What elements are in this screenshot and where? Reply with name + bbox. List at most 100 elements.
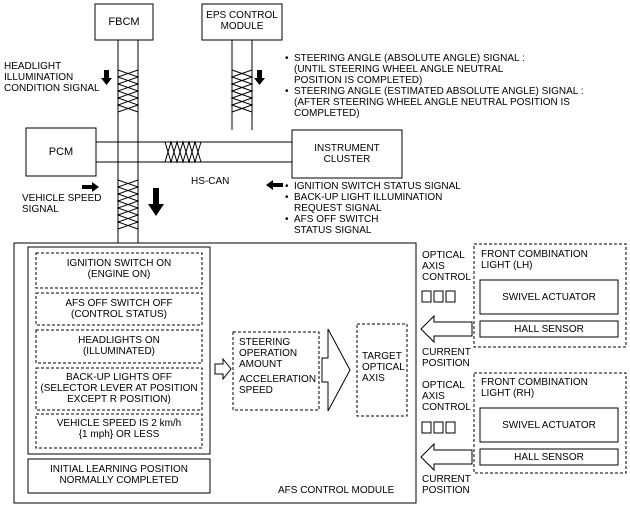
signal-right-arrow xyxy=(82,182,99,192)
vehicle-speed-line: SIGNAL xyxy=(22,204,59,215)
optical-axis-pulse-square xyxy=(433,421,444,434)
condition-line: EXCEPT R POSITION) xyxy=(67,394,171,405)
target-line: TARGET xyxy=(362,351,402,362)
condition-line: BACK-UP LIGHTS OFF xyxy=(66,372,172,383)
optical-axis-pulse-square xyxy=(445,421,456,434)
optical-axis-line: OPTICAL xyxy=(422,250,465,261)
fbcm-label: FBCM xyxy=(108,15,140,28)
hall-sensor-box xyxy=(479,448,619,466)
calc-box xyxy=(232,331,320,411)
calc-line: SPEED xyxy=(239,385,273,396)
hall-sensor-rh-label: HALL SENSOR xyxy=(514,451,584,463)
signal-down-arrow xyxy=(101,70,112,85)
vehicle-speed-signal-label: VEHICLE SPEED SIGNAL xyxy=(22,193,101,215)
eps-signal-line: STEERING ANGLE (ESTIMATED ABSOLUTE ANGLE… xyxy=(294,86,584,97)
front-light-lh-label: FRONT COMBINATION LIGHT (LH) xyxy=(481,249,588,271)
swivel-actuator-box xyxy=(479,279,619,315)
afs-module-title: AFS CONTROL MODULE xyxy=(278,485,395,496)
condition-line: IGNITION SWITCH ON xyxy=(66,258,172,269)
initial-learning-box xyxy=(27,458,211,494)
headlight-signal-label: HEADLIGHT ILLUMINATION CONDITION SIGNAL xyxy=(4,61,100,94)
pcm-label: PCM xyxy=(48,145,74,158)
optical-axis-pulse-square xyxy=(421,290,432,303)
signal-down-arrow xyxy=(148,188,164,216)
twisted-pair xyxy=(230,69,254,113)
condition-box-label: AFS OFF SWITCH OFF (CONTROL STATUS) xyxy=(36,298,202,320)
target-optical-axis-box xyxy=(356,323,408,417)
wire-bundles xyxy=(96,40,292,246)
flow-arrow xyxy=(214,357,232,381)
swivel-actuator-rh-label: SWIVEL ACTUATOR xyxy=(502,419,596,431)
calc-line: ACCELERATION xyxy=(239,374,317,385)
condition-line: (ENGINE ON) xyxy=(87,269,151,280)
optical-axis-line: CONTROL xyxy=(422,402,471,413)
optical-axis-line: CONTROL xyxy=(422,272,471,283)
condition-line: VEHICLE SPEED IS 2 km/h xyxy=(56,418,182,429)
fbcm-box xyxy=(94,3,154,41)
condition-box xyxy=(35,367,203,411)
condition-box xyxy=(35,329,203,364)
cluster-signal-line: BACK-UP LIGHT ILLUMINATION xyxy=(294,192,443,203)
current-position-line: CURRENT xyxy=(422,347,471,358)
twisted-pair xyxy=(116,69,140,113)
front-light-line: FRONT COMBINATION xyxy=(481,249,588,260)
instrument-cluster-box xyxy=(291,129,403,179)
signal-arrows xyxy=(82,70,473,472)
cluster-label-line2: CLUSTER xyxy=(323,154,371,165)
optical-axis-line: AXIS xyxy=(422,261,445,272)
pcm-box xyxy=(25,127,97,177)
eps-label-line2: MODULE xyxy=(220,21,264,32)
twisted-pair xyxy=(164,140,202,164)
condition-line: {1 mph} OR LESS xyxy=(78,429,160,440)
eps-signal-line: STEERING ANGLE (ABSOLUTE ANGLE) SIGNAL : xyxy=(294,53,525,64)
target-line: OPTICAL xyxy=(362,362,405,373)
cluster-signal-item: IGNITION SWITCH STATUS SIGNAL xyxy=(285,181,461,192)
eps-signal-line: (UNTIL STEERING WHEEL ANGLE NEUTRAL xyxy=(294,64,504,75)
front-light-line: LIGHT (RH) xyxy=(481,388,535,399)
twisted-pair xyxy=(116,69,140,113)
twisted-pair xyxy=(164,140,202,164)
cluster-label-line1: INSTRUMENT xyxy=(314,143,380,154)
current-position-line: POSITION xyxy=(422,358,470,369)
signal-left-arrow xyxy=(266,180,283,190)
calc-line: OPERATION xyxy=(239,348,298,359)
condition-line: HEADLIGHTS ON xyxy=(78,335,160,346)
cluster-signal-line: AFS OFF SWITCH xyxy=(294,214,379,225)
condition-box xyxy=(35,292,203,326)
optical-axis-line: AXIS xyxy=(422,391,445,402)
eps-label: EPS CONTROL MODULE xyxy=(202,10,282,32)
eps-label-line1: EPS CONTROL xyxy=(206,10,278,21)
eps-signal-item: STEERING ANGLE (ABSOLUTE ANGLE) SIGNAL :… xyxy=(285,53,584,86)
twisted-pair xyxy=(230,69,254,113)
condition-line: AFS OFF SWITCH OFF xyxy=(65,298,173,309)
front-light-rh-label: FRONT COMBINATION LIGHT (RH) xyxy=(481,377,588,399)
condition-box xyxy=(35,413,203,449)
condition-box-label: VEHICLE SPEED IS 2 km/h {1 mph} OR LESS xyxy=(36,418,202,440)
current-position-line: POSITION xyxy=(422,485,470,496)
instrument-cluster-label: INSTRUMENT CLUSTER xyxy=(292,143,402,165)
current-position-lh-label: CURRENT POSITION xyxy=(422,347,471,369)
vehicle-speed-line: VEHICLE SPEED xyxy=(22,193,102,204)
initial-learning-label: INITIAL LEARNING POSITION NORMALLY COMPL… xyxy=(34,464,204,486)
headlight-signal-line: HEADLIGHT xyxy=(4,61,62,72)
condition-line: (ILLUMINATED) xyxy=(82,346,156,357)
swivel-actuator-lh-label: SWIVEL ACTUATOR xyxy=(502,291,596,303)
calc-line: AMOUNT xyxy=(239,359,283,370)
cluster-signal-item: AFS OFF SWITCH STATUS SIGNAL xyxy=(285,214,461,236)
current-position-rh-label: CURRENT POSITION xyxy=(422,474,471,496)
headlight-signal-line: CONDITION SIGNAL xyxy=(4,83,100,94)
flow-arrow xyxy=(321,328,351,412)
calc-line: STEERING xyxy=(239,337,291,348)
optical-axis-label-rh: OPTICAL AXIS CONTROL xyxy=(422,380,471,413)
headlight-signal-line: ILLUMINATION xyxy=(4,72,74,83)
cluster-signal-line: STATUS SIGNAL xyxy=(294,225,372,236)
signal-down-arrow xyxy=(254,70,265,85)
eps-signal-line: COMPLETED) xyxy=(294,108,360,119)
current-position-line: CURRENT xyxy=(422,474,471,485)
eps-signal-list: STEERING ANGLE (ABSOLUTE ANGLE) SIGNAL :… xyxy=(285,53,584,119)
optical-axis-pulse-square xyxy=(421,421,432,434)
optical-axis-line: OPTICAL xyxy=(422,380,465,391)
cluster-signal-list: IGNITION SWITCH STATUS SIGNAL BACK-UP LI… xyxy=(285,181,461,236)
calc-label: STEERING OPERATION AMOUNT ACCELERATION S… xyxy=(239,337,316,396)
